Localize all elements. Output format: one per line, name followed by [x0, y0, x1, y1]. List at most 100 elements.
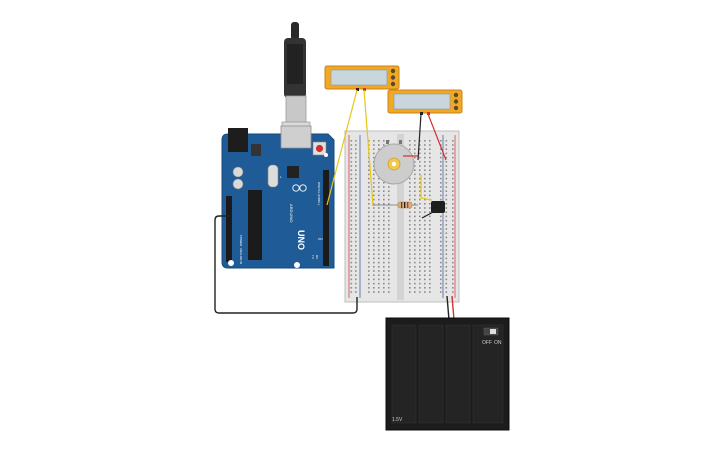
breadboard-hole: [440, 287, 442, 289]
wire-red-meter[interactable]: [427, 113, 447, 161]
breadboard-hole: [419, 207, 421, 209]
wire-yellow-3[interactable]: [420, 175, 433, 201]
breadboard-hole: [419, 148, 421, 150]
breadboard-hole: [440, 240, 442, 243]
breadboard-hole: [383, 190, 385, 192]
breadboard-hole: [388, 215, 390, 218]
breadboard-hole: [429, 211, 431, 213]
breadboard-hole: [424, 140, 426, 142]
breadboard[interactable]: [344, 130, 460, 303]
breadboard-hole: [383, 266, 385, 268]
breadboard-hole: [424, 240, 426, 243]
breadboard-hole: [368, 240, 370, 243]
breadboard-hole: [409, 291, 411, 293]
breadboard-hole: [355, 140, 357, 142]
led-on-label: ON: [318, 237, 323, 241]
breadboard-hole: [452, 207, 454, 209]
transistor[interactable]: [431, 201, 445, 213]
breadboard-hole: [445, 182, 448, 184]
breadboard-hole: [388, 240, 390, 243]
breadboard-hole: [355, 266, 357, 268]
breadboard-hole: [373, 228, 375, 230]
breadboard-hole: [445, 266, 448, 268]
breadboard-hole: [419, 182, 421, 184]
breadboard-hole: [424, 278, 426, 281]
power-header-label: POWER: [239, 235, 243, 247]
breadboard-hole: [373, 249, 375, 251]
breadboard-hole: [350, 228, 353, 230]
breadboard-hole: [429, 144, 431, 146]
breadboard-hole: [373, 177, 375, 180]
breadboard-hole: [429, 215, 431, 218]
breadboard-hole: [409, 194, 411, 197]
breadboard-hole: [350, 274, 353, 276]
dc-motor[interactable]: [373, 140, 415, 185]
wire-black-meter[interactable]: [417, 113, 422, 161]
breadboard-hole: [368, 169, 370, 171]
wire-yellow-2[interactable]: [363, 89, 374, 206]
breadboard-hole: [419, 287, 421, 289]
breadboard-hole: [355, 173, 357, 176]
breadboard-hole: [429, 186, 431, 188]
breadboard-hole: [355, 165, 357, 167]
wire-ground-loop[interactable]: [214, 215, 358, 314]
breadboard-hole: [355, 198, 357, 201]
breadboard-hole: [452, 240, 454, 243]
breadboard-hole: [429, 249, 431, 251]
breadboard-hole: [350, 282, 353, 285]
breadboard-hole: [388, 270, 390, 272]
breadboard-hole: [414, 203, 416, 205]
breadboard-hole: [409, 228, 411, 230]
wire-battery-black[interactable]: [446, 295, 450, 321]
battery-pack[interactable]: OFF ON 1.5V: [385, 317, 510, 431]
wire-transistor[interactable]: [421, 209, 438, 219]
breadboard-hole: [452, 224, 454, 226]
breadboard-hole: [440, 266, 442, 268]
breadboard-hole: [409, 198, 411, 201]
breadboard-hole: [429, 207, 431, 209]
breadboard-hole: [355, 261, 357, 264]
arduino-uno-board[interactable]: ARDUINO UNO DIGITAL (PWM~) POWER ANALOG …: [221, 125, 335, 269]
breadboard-hole: [373, 211, 375, 213]
breadboard-hole: [440, 282, 442, 285]
atmega-chip: [248, 190, 262, 260]
breadboard-hole: [368, 194, 370, 197]
breadboard-hole: [424, 274, 426, 276]
breadboard-hole: [424, 266, 426, 268]
multimeter-1[interactable]: [324, 65, 400, 91]
breadboard-hole: [424, 282, 426, 285]
arduino-brand-label: ARDUINO: [289, 204, 294, 222]
breadboard-hole: [414, 215, 416, 218]
breadboard-hole: [383, 278, 385, 281]
breadboard-hole: [429, 148, 431, 150]
battery-switch-off-label: OFF: [482, 340, 492, 346]
breadboard-hole: [388, 253, 390, 255]
wire-battery-red[interactable]: [451, 295, 455, 321]
breadboard-hole: [355, 253, 357, 255]
resistor[interactable]: [372, 201, 418, 209]
wire-yellow-1[interactable]: [326, 89, 358, 206]
breadboard-hole: [383, 198, 385, 201]
breadboard-hole: [440, 253, 442, 255]
breadboard-hole: [350, 152, 353, 155]
breadboard-hole: [440, 144, 442, 146]
breadboard-hole: [373, 291, 375, 293]
multimeter-2[interactable]: [387, 89, 463, 115]
usb-cable[interactable]: [281, 22, 311, 141]
breadboard-hole: [388, 198, 390, 201]
breadboard-hole: [355, 207, 357, 209]
breadboard-hole: [424, 253, 426, 255]
breadboard-hole: [424, 249, 426, 251]
breadboard-hole: [414, 194, 416, 197]
breadboard-hole: [355, 278, 357, 281]
breadboard-hole: [383, 211, 385, 213]
breadboard-hole: [424, 203, 426, 205]
breadboard-hole: [409, 215, 411, 218]
breadboard-hole: [368, 266, 370, 268]
breadboard-hole: [355, 169, 357, 171]
digital-header-label: DIGITAL (PWM~): [317, 182, 321, 205]
breadboard-hole: [429, 156, 431, 159]
breadboard-hole: [378, 144, 380, 146]
breadboard-hole: [378, 253, 380, 255]
breadboard-hole: [373, 278, 375, 281]
